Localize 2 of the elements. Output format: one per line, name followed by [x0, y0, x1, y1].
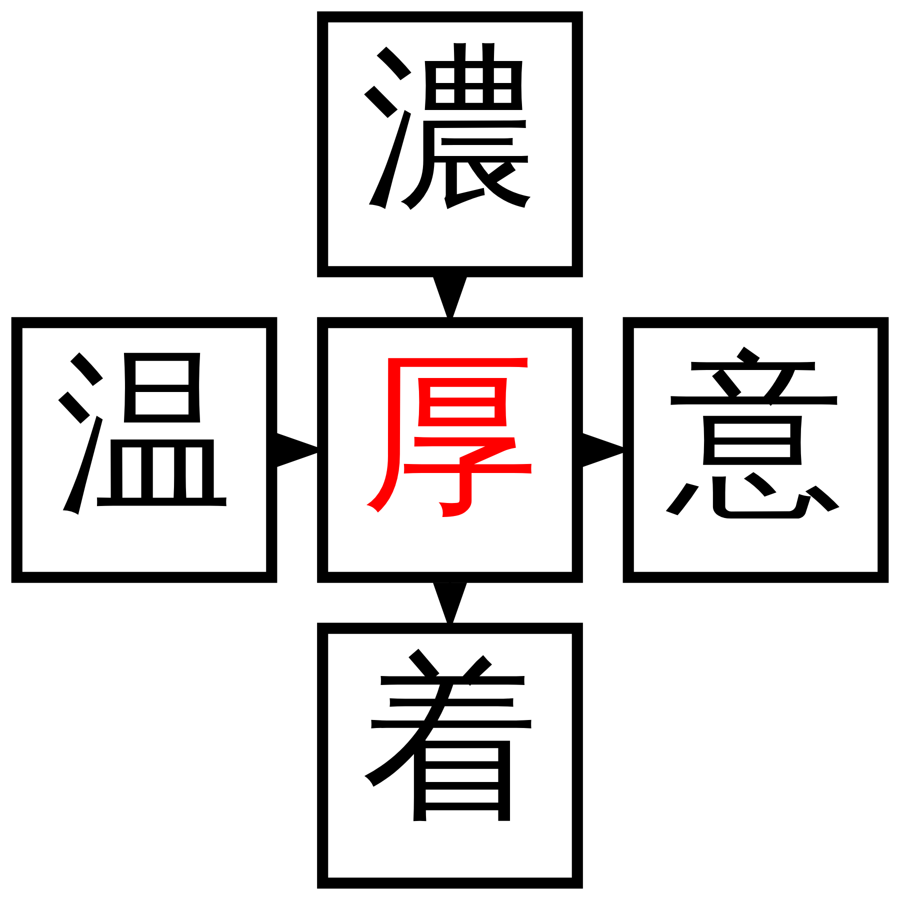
node-box: 着 — [317, 622, 583, 889]
node-box: 意 — [622, 317, 889, 583]
